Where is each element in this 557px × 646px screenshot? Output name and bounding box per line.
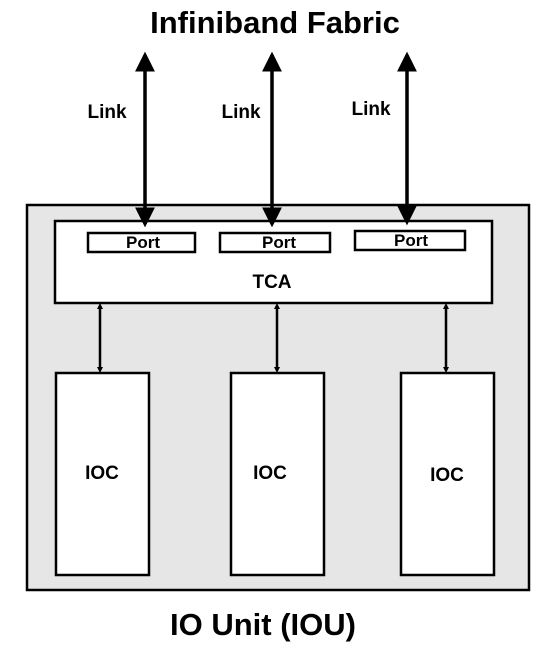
port-box-3 [353, 229, 467, 252]
port-box-1 [86, 231, 197, 254]
link-label-1: Link [87, 102, 126, 123]
diagram-title: Infiniband Fabric [150, 5, 400, 40]
tca-label: TCA [252, 272, 291, 293]
ioc-box-3 [399, 371, 496, 577]
port-box-2 [218, 231, 332, 254]
link-label-2: Link [221, 102, 260, 123]
ioc-label-2: IOC [253, 463, 287, 484]
ioc-label-3: IOC [430, 465, 464, 486]
port-label-2: Port [262, 233, 296, 252]
port-label-1: Port [126, 233, 160, 252]
iou-footer-label: IO Unit (IOU) [170, 607, 356, 642]
port-label-3: Port [394, 231, 428, 250]
link-label-3: Link [351, 99, 390, 120]
ioc-box-1 [54, 371, 151, 577]
ioc-label-1: IOC [85, 463, 119, 484]
ioc-box-2 [229, 371, 326, 577]
